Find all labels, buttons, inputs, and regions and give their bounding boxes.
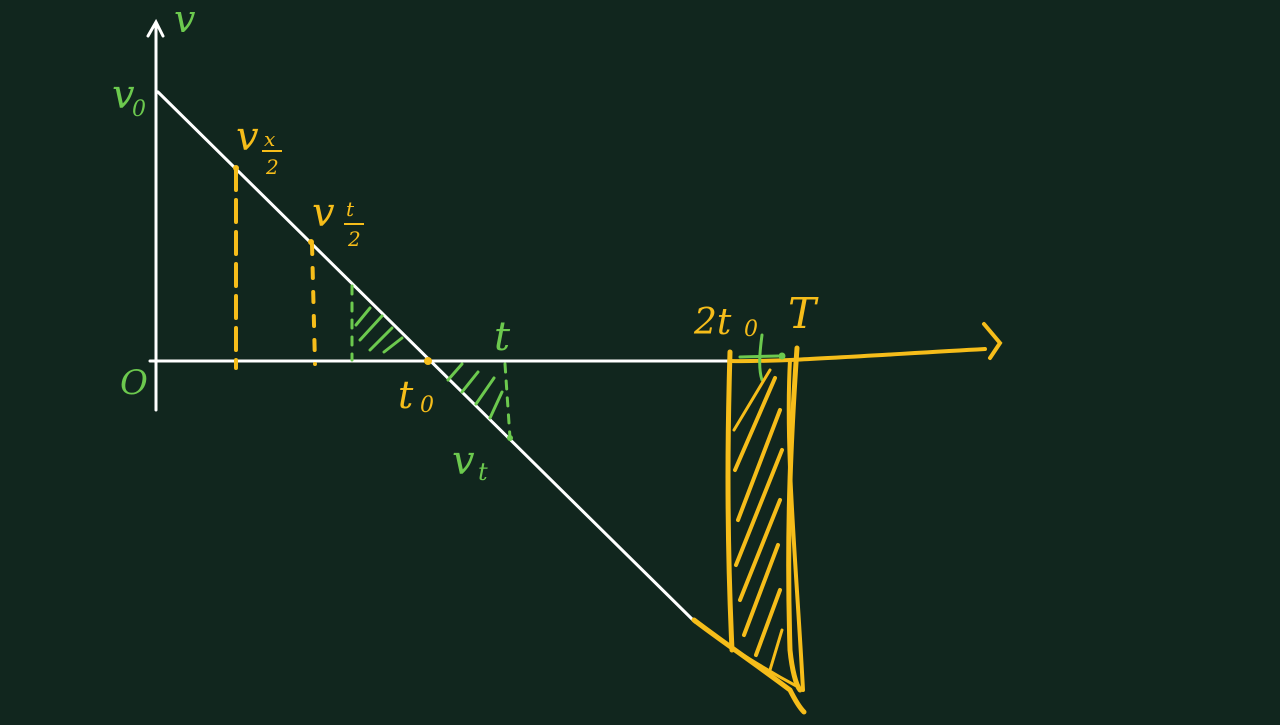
svg-text:t: t (398, 373, 414, 417)
dashed-verticals-yellow (234, 166, 317, 370)
green-small-t-mark (738, 333, 786, 382)
vt2-point (308, 239, 314, 245)
axes (146, 18, 734, 412)
svg-text:x: x (264, 127, 275, 151)
right-triangle-dashed-edge (503, 362, 512, 440)
vt-point (507, 435, 513, 441)
y-axis-label: v (174, 0, 196, 41)
svg-text:v: v (112, 72, 135, 118)
t0-label: t 0 (398, 373, 434, 418)
svg-text:2: 2 (347, 227, 361, 251)
vt2-label: v t 2 (312, 190, 364, 251)
svg-text:v: v (312, 190, 335, 236)
svg-text:2t: 2t (693, 302, 732, 343)
yellow-shaded-area (691, 345, 807, 715)
x-axis-arrowhead (982, 322, 1003, 360)
t-label: t (494, 314, 511, 360)
v0-label: v 0 (112, 72, 146, 122)
vx2-label: v x 2 (236, 114, 282, 179)
y-axis-arrowhead (146, 18, 165, 38)
svg-text:v: v (236, 114, 259, 160)
svg-text:t: t (346, 197, 355, 221)
x-axis-extension (728, 322, 1003, 364)
t0-point (424, 357, 432, 365)
svg-text:v: v (452, 438, 475, 484)
svg-text:0: 0 (132, 97, 146, 122)
svg-text:2: 2 (265, 155, 279, 179)
vx2-point (233, 165, 239, 171)
svg-text:0: 0 (420, 393, 434, 418)
velocity-line (156, 90, 697, 624)
T-label: T (788, 289, 819, 338)
two-t0-label: 2t 0 (693, 302, 758, 343)
svg-text:t: t (478, 458, 488, 486)
green-hatching (350, 284, 512, 440)
vt-label: v t (452, 438, 488, 486)
origin-label: O (120, 363, 148, 403)
vt2-dashed-line (310, 242, 317, 366)
svg-text:0: 0 (744, 317, 758, 342)
